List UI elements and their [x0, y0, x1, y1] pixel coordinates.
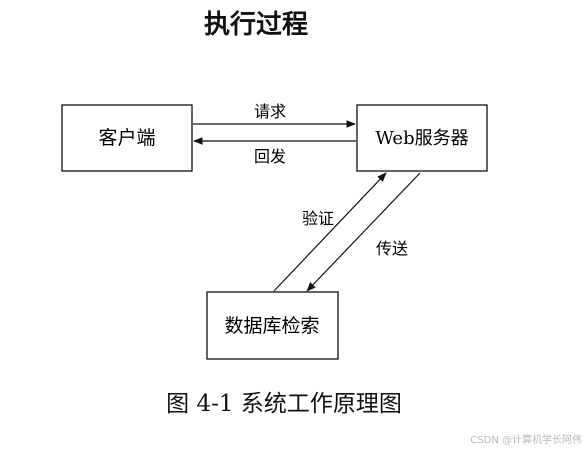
- figure-caption: 图 4-1 系统工作原理图: [0, 384, 588, 418]
- transmit-label: 传送: [376, 239, 408, 258]
- diagram-title-text: 执行过程: [203, 10, 308, 40]
- watermark: CSDN @计算机学长阿伟: [470, 435, 582, 446]
- response-label: 回发: [254, 147, 286, 166]
- verify-arrow: [273, 172, 387, 292]
- client-box: [61, 104, 193, 172]
- request-label: 请求: [254, 102, 286, 121]
- client-label: 客户端: [98, 127, 155, 149]
- figure-caption-text: 图 4-1 系统工作原理图: [166, 391, 402, 417]
- verify-label: 验证: [302, 209, 334, 228]
- server-label: Web服务器: [375, 128, 468, 149]
- server-box: [356, 104, 488, 172]
- transmit-arrow: [306, 172, 421, 292]
- db-box: [206, 291, 339, 360]
- diagram-title: 执行过程: [0, 4, 588, 41]
- db-label: 数据库检索: [224, 315, 319, 337]
